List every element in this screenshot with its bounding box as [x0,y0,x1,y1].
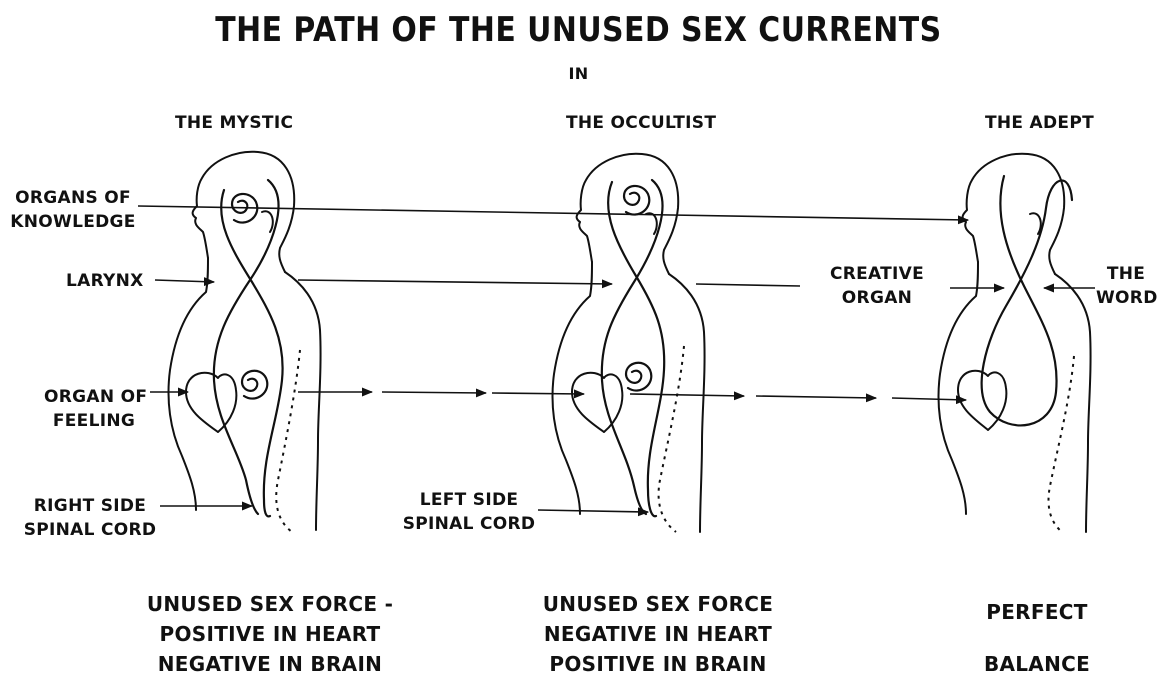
occultist-head-spiral [624,186,649,215]
occultist-heart-shape [572,373,622,432]
mystic-torso-outline [169,258,321,530]
pointer-knowledge [138,206,968,220]
occultist-torso-outline [553,262,705,532]
pointer-feeling-4 [492,393,584,394]
occultist-ear [646,213,657,234]
pointer-left-spinal [538,510,648,512]
adept-spine-dash [1049,356,1075,532]
figure-occultist [553,154,705,532]
mystic-heart-spiral [242,371,267,399]
pointer-feeling-7 [892,398,966,400]
pointer-feeling-3 [382,392,486,393]
mystic-heart-shape [186,373,236,432]
pointer-feeling-6 [756,396,876,398]
pointer-larynx-2 [298,280,612,284]
occultist-spine-dash [659,346,684,532]
adept-current-a [982,176,1072,425]
pointer-larynx-1 [155,280,214,282]
mystic-spine-dash [276,350,300,532]
pointer-feeling-5 [630,394,744,396]
adept-ear [1030,213,1041,234]
occultist-current-b [602,180,663,514]
figure-adept [939,154,1091,532]
mystic-current-b [221,190,282,516]
mystic-current-a [214,180,279,514]
mystic-ear [262,211,273,232]
adept-head-outline [963,154,1065,274]
occultist-heart-spiral [626,363,651,391]
pointer-creative-organ-left [696,284,800,286]
